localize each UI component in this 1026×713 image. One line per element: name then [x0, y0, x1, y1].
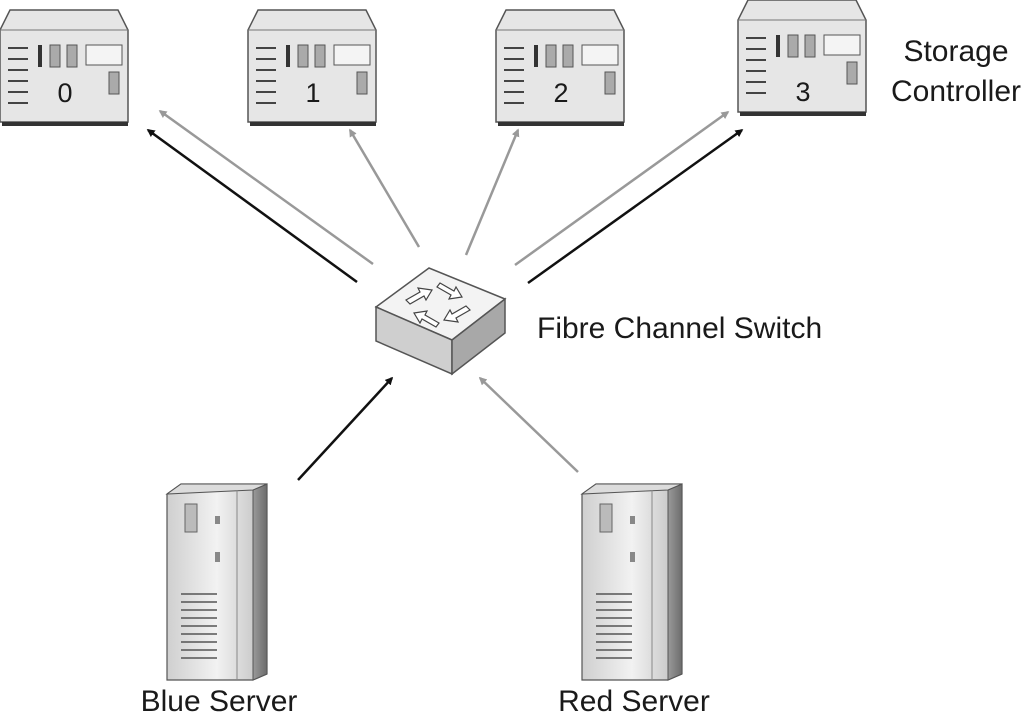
switch-label: Fibre Channel Switch: [537, 312, 822, 345]
storage-label-2: 2: [553, 78, 568, 108]
arrow-switch-to-storage-3-black: [527, 128, 744, 285]
fibre-channel-switch: [374, 267, 507, 376]
storage-label-3: 3: [795, 77, 810, 107]
red-server: [580, 483, 683, 681]
arrow-switch-to-storage-1: [348, 128, 421, 248]
storage-controller-1: 1: [247, 9, 377, 126]
blue-server-label: Blue Server: [141, 685, 298, 713]
arrow-switch-to-storage-0-black: [146, 128, 358, 284]
switch-arrows-icon: [405, 282, 471, 328]
storage-label-1: 1: [305, 78, 320, 108]
red-server-label: Red Server: [558, 685, 710, 713]
arrow-blue-server-to-switch: [297, 376, 394, 481]
storage-controller-2: 2: [495, 9, 625, 126]
storage-label-0: 0: [57, 78, 72, 108]
arrow-switch-to-storage-2: [464, 128, 520, 256]
arrow-switch-to-storage-3-gray: [514, 110, 730, 267]
storage-caption-line1: Storage: [903, 35, 1008, 68]
blue-server: [165, 483, 268, 681]
storage-caption-line2: Controller: [891, 75, 1021, 108]
arrow-red-server-to-switch: [478, 376, 579, 473]
storage-controller-3: 3: [737, 0, 867, 116]
arrow-switch-to-storage-0-gray: [158, 109, 374, 266]
storage-controller-0: 0: [0, 9, 129, 126]
